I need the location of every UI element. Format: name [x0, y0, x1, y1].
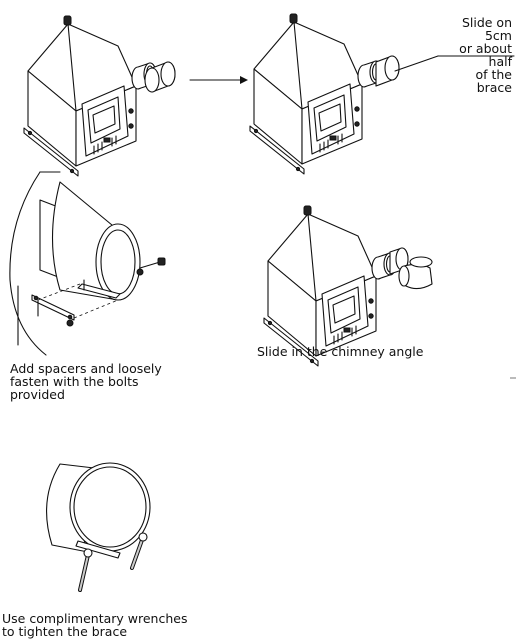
step2-caption: Add spacers and loosely fasten with the …	[10, 361, 162, 402]
stove-unit-3	[263, 205, 409, 367]
stove-unit-1	[23, 15, 157, 177]
callout-leader	[394, 55, 515, 72]
wrench-right-icon	[130, 532, 148, 570]
chimney-angle	[398, 256, 433, 290]
pipe-closeup	[9, 171, 141, 356]
step4-caption: Use complimentary wrenches to tighten th…	[2, 611, 188, 639]
step3-caption: Slide in the chimney angle	[257, 344, 424, 359]
arrow-icon	[189, 76, 248, 84]
assembly-lines	[37, 283, 119, 319]
stove-unit-2	[249, 13, 400, 175]
bolt-upper	[136, 257, 166, 276]
wrench-left-icon	[78, 548, 93, 592]
loose-brace	[144, 61, 176, 93]
brace-band	[46, 462, 151, 559]
step1-note: Slide on 5cm or about half of the brace	[459, 15, 512, 95]
spacer-bracket	[31, 294, 75, 327]
